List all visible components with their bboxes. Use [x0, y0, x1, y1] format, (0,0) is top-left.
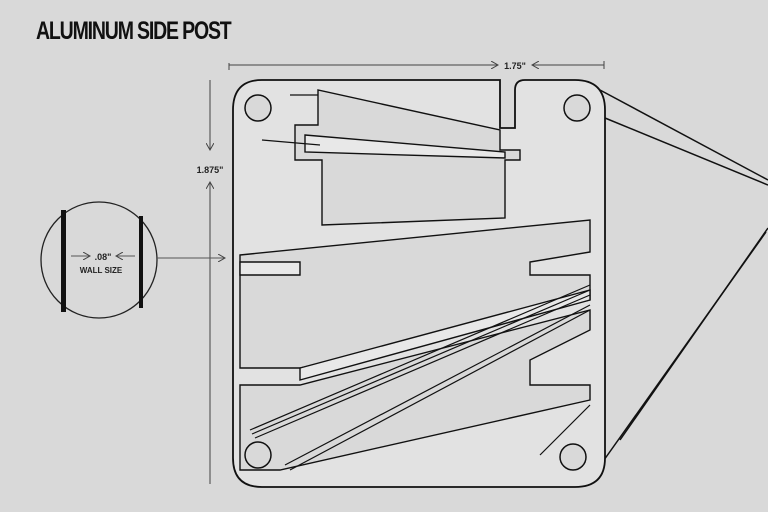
wall-size-callout — [40, 201, 225, 319]
wall-size-label: WALL SIZE — [80, 266, 123, 275]
profile-fluting — [249, 94, 591, 471]
width-label: 1.75" — [504, 61, 526, 71]
wall-thickness-label: .08" — [95, 252, 112, 262]
width-dimension — [228, 61, 605, 70]
profile-inner — [239, 89, 591, 471]
extrusion-outline — [599, 89, 768, 461]
height-label: 1.875" — [197, 165, 224, 175]
screw-bosses — [244, 94, 591, 471]
diagram-title: ALUMINUM SIDE POST — [36, 17, 232, 45]
